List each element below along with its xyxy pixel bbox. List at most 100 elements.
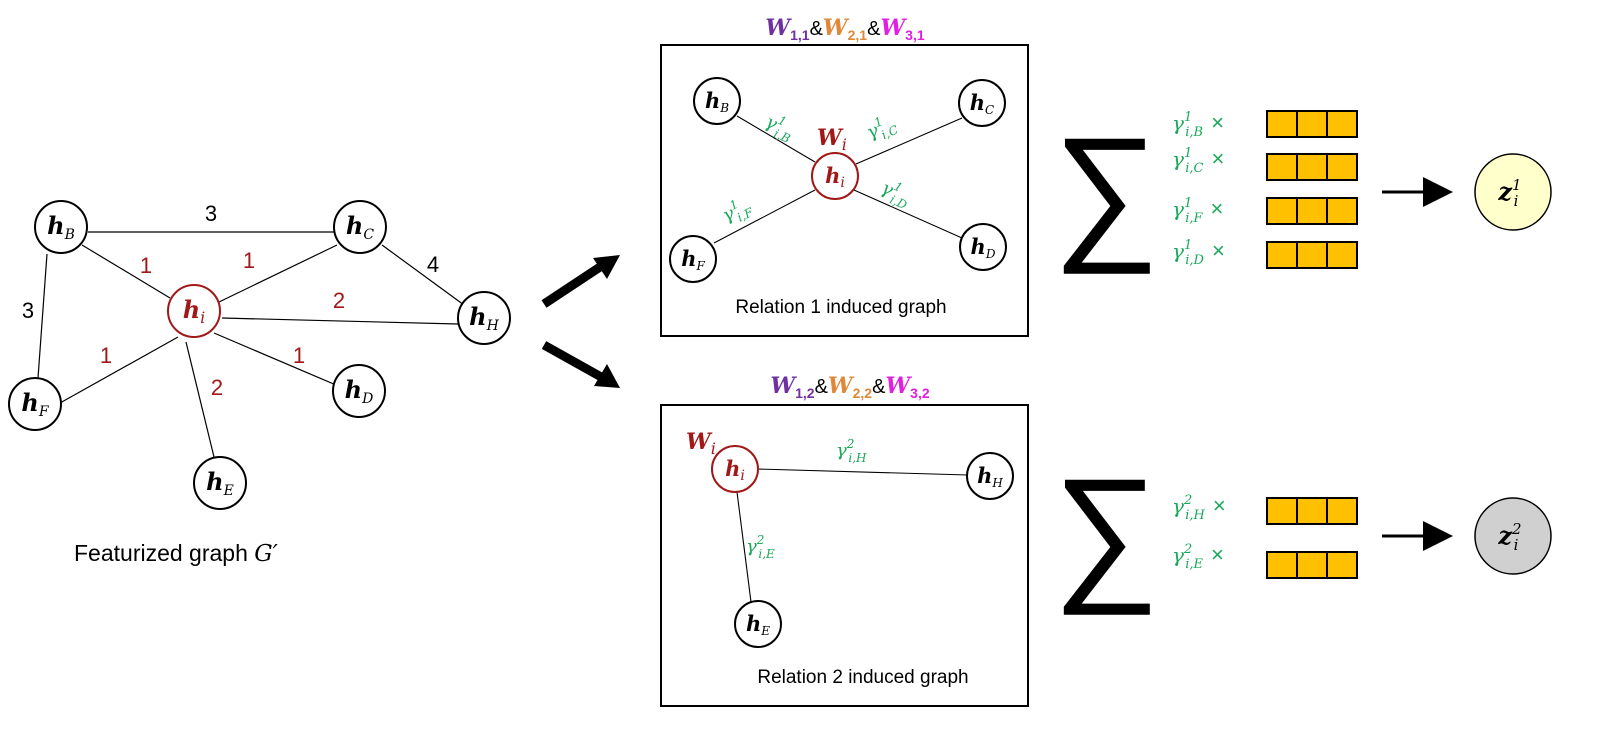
r1-node-f: hF (669, 235, 717, 283)
svg-text:hi: hi (183, 295, 206, 327)
r2-edge-i-h (757, 468, 969, 476)
node-fg-f: hF (8, 377, 62, 431)
featurized-edge-labels: 3 3 4 1 1 2 1 1 2 (22, 201, 439, 400)
svg-text:hF: hF (21, 388, 49, 420)
r1-edge-i-b (736, 115, 816, 163)
edge-i-f (59, 336, 179, 404)
edge-label-i-f: 1 (100, 343, 112, 368)
r1-edge-i-f (713, 189, 816, 244)
edge-label-i-d: 1 (293, 343, 305, 368)
svg-text:hD: hD (345, 375, 374, 407)
r2-node-h: hH (966, 452, 1014, 500)
edge-label-i-e: 2 (211, 375, 223, 400)
r2-edge-i-e (736, 491, 752, 603)
svg-text:hD: hD (971, 234, 996, 261)
arrow-up-head (593, 255, 620, 279)
r1-node-d: hD (959, 223, 1007, 271)
sum2-feature-bars (1266, 497, 1358, 579)
svg-text:hE: hE (206, 467, 234, 499)
featurized-graph-edges (37, 231, 465, 458)
edge-c-h (381, 244, 465, 306)
featurized-graph: 3 3 4 1 1 2 1 1 2 hi hB hC hF h (8, 200, 511, 567)
node-fg-b: hB (34, 200, 88, 254)
svg-text:hB: hB (47, 211, 75, 243)
feature-bar-1-f (1266, 197, 1358, 225)
edge-i-b (81, 244, 171, 299)
feature-bar-2-e (1266, 551, 1358, 579)
relation2-edges (736, 468, 969, 603)
feature-bar-1-d (1266, 241, 1358, 269)
arrow-down-head (594, 364, 620, 388)
svg-text:hF: hF (681, 246, 705, 273)
feature-bar-2-h (1266, 497, 1358, 525)
edge-i-c (218, 244, 338, 303)
edge-label-i-b: 1 (140, 253, 152, 278)
edge-label-c-h: 4 (427, 252, 439, 277)
relation1-center-weight: Wi (817, 125, 847, 154)
r1-gamma-c: γ1i,C (862, 110, 900, 147)
r1-node-c: hC (958, 79, 1006, 127)
relation2-center-weight: Wi (686, 429, 716, 458)
sum1-feature-bars (1266, 110, 1358, 269)
r2-node-e: hE (734, 600, 782, 648)
relation1-weights: W1,1&W2,1&W3,1 (765, 15, 924, 43)
edge-b-f (37, 253, 48, 379)
svg-text:hB: hB (705, 88, 729, 115)
node-fg-e: hE (193, 456, 247, 510)
relation1-caption: Relation 1 induced graph (735, 297, 946, 318)
feature-bar-1-c (1266, 153, 1358, 181)
edge-i-d (213, 332, 337, 386)
node-fg-h: hH (457, 291, 511, 345)
split-arrows (541, 255, 620, 388)
svg-text:z2i: z2i (1497, 520, 1521, 554)
svg-text:hi: hi (825, 163, 845, 191)
arrow-up-shaft (541, 261, 606, 308)
r1-edge-i-c (855, 117, 963, 165)
edge-label-i-h: 2 (333, 288, 345, 313)
relation1-panel: W1,1&W2,1&W3,1 γ1i,B γ1i,C γ1i,F γ1i,D W… (660, 15, 1029, 337)
edge-label-b-c: 3 (205, 201, 217, 226)
svg-text:hH: hH (469, 302, 499, 334)
r2-node-i: hi (711, 445, 759, 493)
edge-i-h (221, 317, 459, 325)
edge-label-b-f: 3 (22, 298, 34, 323)
node-fg-c: hC (333, 200, 387, 254)
r1-node-b: hB (693, 77, 741, 125)
r1-node-i: hi (811, 152, 859, 200)
svg-text:hH: hH (977, 463, 1003, 490)
node-fg-i: hi (167, 284, 221, 338)
svg-text:z1i: z1i (1497, 176, 1521, 210)
edge-label-i-c: 1 (243, 248, 255, 273)
relation2-weights: W1,2&W2,2&W3,2 (770, 373, 929, 401)
node-fg-d: hD (332, 364, 386, 418)
relation1-edges (713, 115, 963, 244)
featurized-graph-caption: Featurized graph G′ (74, 540, 279, 567)
arrow-down-shaft (541, 341, 606, 382)
r1-edge-i-d (853, 189, 963, 239)
sum-symbol-2: ∑ (1053, 447, 1160, 615)
svg-text:hC: hC (970, 90, 994, 117)
relation2-caption: Relation 2 induced graph (757, 667, 968, 688)
feature-bar-1-b (1266, 110, 1358, 138)
svg-text:hE: hE (746, 611, 770, 638)
edge-i-e (185, 341, 215, 458)
sum-symbol-1: ∑ (1053, 106, 1160, 274)
svg-text:hi: hi (725, 456, 745, 484)
